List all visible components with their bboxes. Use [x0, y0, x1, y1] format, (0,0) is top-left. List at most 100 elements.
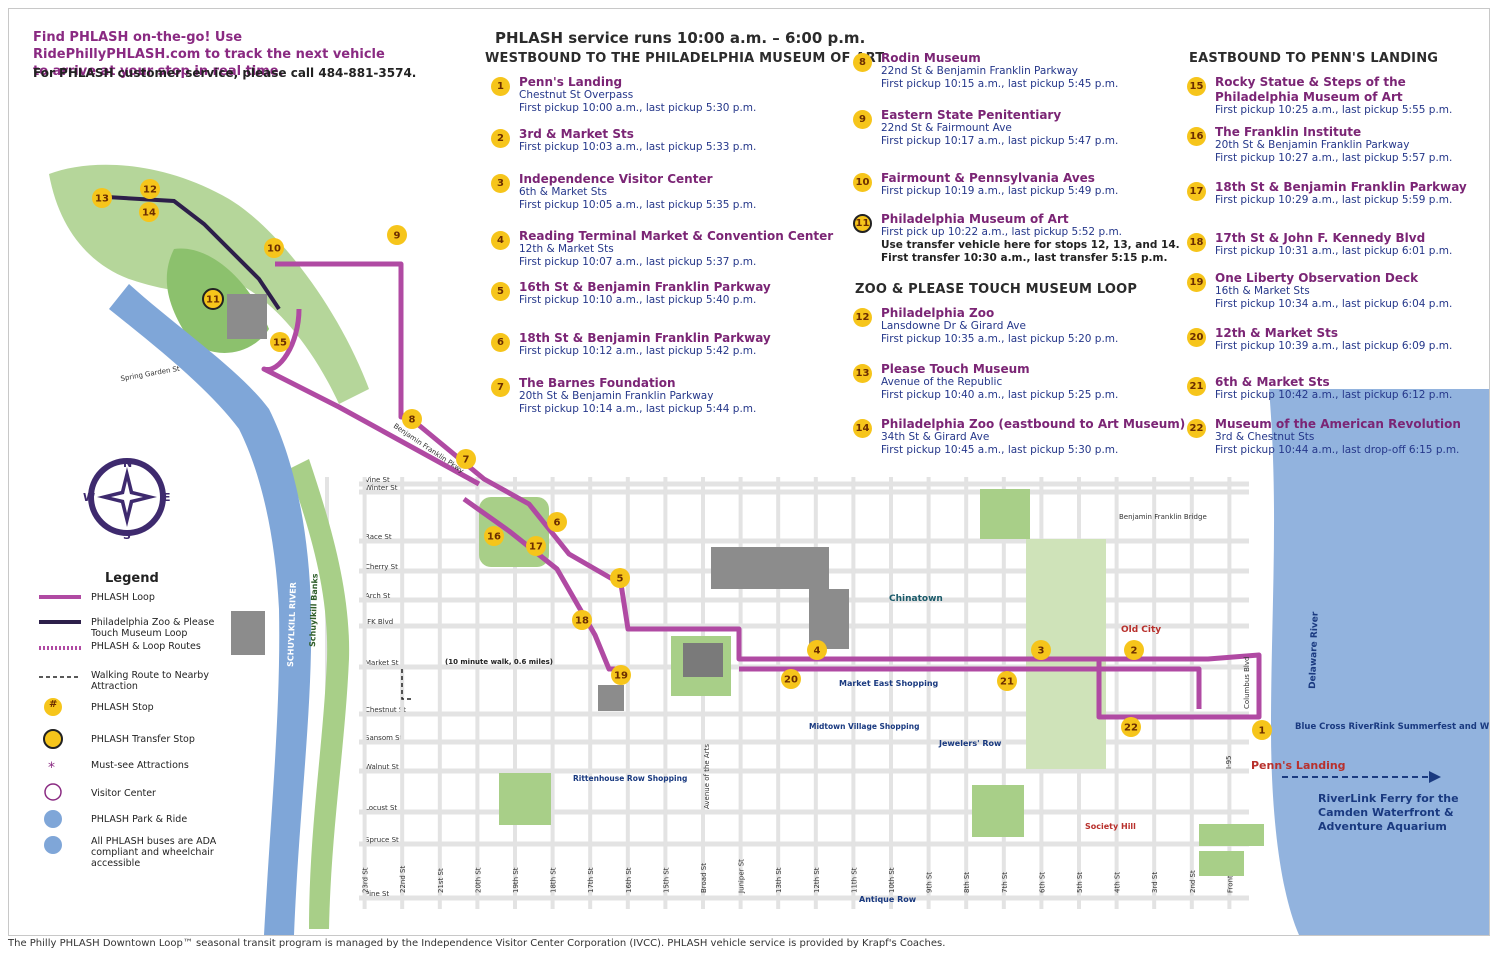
schuylkill-river-label: SCHUYLKILL RIVER	[286, 582, 298, 667]
street-label: 15th St	[662, 867, 670, 893]
ferry-label: RiverLink Ferry for the Camden Waterfron…	[1318, 792, 1459, 833]
svg-text:*: *	[48, 760, 55, 776]
stop-detail: 3rd & Chestnut Sts	[1215, 431, 1315, 443]
stop-name: Rodin Museum	[881, 51, 981, 65]
blue-cross-label: Blue Cross RiverRink Summerfest and Wint…	[1295, 722, 1489, 732]
street-label: 8th St	[963, 872, 971, 893]
stop-detail: First pickup 10:39 a.m., last pickup 6:0…	[1215, 340, 1453, 352]
stop-badge: 5	[491, 282, 510, 301]
zoo-loop-heading: ZOO & PLEASE TOUCH MUSEUM LOOP	[855, 282, 1138, 297]
delaware-river	[1269, 389, 1489, 935]
stop-badge: 20	[1187, 328, 1206, 347]
schuylkill-banks	[289, 459, 350, 929]
washington-square-park	[972, 785, 1024, 837]
street-label: Vine St	[365, 476, 390, 484]
legend-symbols: *	[39, 595, 81, 854]
spring-garden-label: Spring Garden St	[120, 365, 181, 383]
map-stop-marker[interactable]: 7	[456, 449, 476, 469]
stop-detail: First pickup 10:00 a.m., last pickup 5:3…	[519, 102, 757, 114]
stop-badge: 4	[491, 231, 510, 250]
stop-detail: Chestnut St Overpass	[519, 89, 634, 101]
area-label: Rittenhouse Row Shopping	[573, 774, 687, 783]
walk-note: (10 minute walk, 0.6 miles)	[445, 658, 553, 666]
street-label: Arch St	[365, 592, 390, 600]
legend-item: PHLASH Loop	[91, 592, 155, 603]
street-label: 19th St	[512, 867, 520, 893]
street-label: Cherry St	[365, 563, 398, 571]
map-stop-marker[interactable]: 16	[484, 526, 504, 546]
stop-badge: 11	[853, 214, 872, 233]
street-label: 3rd St	[1151, 872, 1159, 893]
rittenhouse-square-park	[499, 773, 551, 825]
map-stop-marker[interactable]: 6	[547, 512, 567, 532]
map-stop-number: 10	[267, 244, 281, 255]
map-stop-marker[interactable]: 22	[1121, 717, 1141, 737]
stop-detail: First pickup 10:19 a.m., last pickup 5:4…	[881, 185, 1119, 197]
map-stop-marker[interactable]: 9	[387, 225, 407, 245]
stop-detail: First pickup 10:17 a.m., last pickup 5:4…	[881, 135, 1119, 147]
map-stop-marker[interactable]: 13	[92, 188, 112, 208]
map-stop-marker[interactable]: 18	[572, 610, 592, 630]
compass-s: S	[123, 529, 131, 542]
stop-name: One Liberty Observation Deck	[1215, 271, 1419, 285]
map-stop-marker[interactable]: 20	[781, 669, 801, 689]
map-stop-marker[interactable]: 3	[1031, 640, 1051, 660]
stop-detail: First pickup 10:34 a.m., last pickup 6:0…	[1215, 298, 1453, 310]
map-stop-marker[interactable]: 10	[264, 238, 284, 258]
westbound-heading: WESTBOUND TO THE PHILADELPHIA MUSEUM OF …	[485, 51, 885, 66]
stop-name: 3rd & Market Sts	[519, 127, 634, 141]
map-stop-marker[interactable]: 12	[140, 179, 160, 199]
stop-detail: First pickup 10:44 a.m., last drop-off 6…	[1215, 444, 1460, 456]
area-label: Midtown Village Shopping	[809, 722, 919, 731]
map-stop-marker[interactable]: 14	[139, 202, 159, 222]
schuylkill-river	[109, 284, 312, 935]
map-stop-number: 6	[554, 518, 561, 529]
columbus-label: Columbus Blvd	[1243, 657, 1251, 709]
map-stop-number: 7	[463, 455, 470, 466]
map-stop-marker[interactable]: 21	[997, 671, 1017, 691]
street-label: 6th St	[1038, 872, 1046, 893]
stop-detail: First pickup 10:15 a.m., last pickup 5:4…	[881, 78, 1119, 90]
legend-item: Must-see Attractions	[91, 760, 189, 771]
stop-detail: First pick up 10:22 a.m., last pickup 5:…	[881, 226, 1123, 238]
map-stop-marker[interactable]: 15	[270, 332, 290, 352]
map-stop-number: 9	[394, 231, 401, 242]
stop-detail: 12th & Market Sts	[519, 243, 614, 255]
stop-badge: 1	[491, 77, 510, 96]
stop-name: Please Touch Museum	[881, 362, 1030, 376]
street-label: 10th St	[888, 867, 896, 893]
map-stop-marker[interactable]: 2	[1124, 640, 1144, 660]
franklin-square-park	[980, 489, 1030, 539]
map-stop-marker[interactable]: 1	[1252, 720, 1272, 740]
stop-name: The Franklin Institute	[1215, 125, 1362, 139]
street-label: Race St	[365, 533, 392, 541]
legend-item: Walking Route to Nearby Attraction	[91, 670, 209, 692]
stop-detail: First pickup 10:40 a.m., last pickup 5:2…	[881, 389, 1119, 401]
stop-badge: 13	[853, 364, 872, 383]
map-stop-number: 4	[814, 646, 821, 657]
legend-item: Philadelphia Zoo & Please Touch Museum L…	[91, 617, 215, 639]
stop-name: Independence Visitor Center	[519, 172, 713, 186]
legend-item: PHLASH Stop	[91, 702, 154, 713]
map-stop-marker[interactable]: 19	[611, 665, 631, 685]
map-stop-marker[interactable]: 11	[202, 288, 224, 310]
stop-badge: 9	[853, 110, 872, 129]
area-label: Society Hill	[1085, 822, 1136, 831]
delaware-river-label: Delaware River	[1308, 611, 1321, 689]
map-stop-number: 17	[529, 542, 543, 553]
map-stop-marker[interactable]: 4	[807, 640, 827, 660]
one-liberty	[598, 685, 624, 711]
stop-badge: 8	[853, 53, 872, 72]
map-stop-number: 20	[784, 675, 798, 686]
stop-badge: 12	[853, 308, 872, 327]
map-stop-marker[interactable]: 5	[610, 568, 630, 588]
map-stop-number: 12	[143, 185, 157, 196]
stop-badge: 7	[491, 378, 510, 397]
map-stop-marker[interactable]: 8	[402, 409, 422, 429]
map-stop-marker[interactable]: 17	[526, 536, 546, 556]
stop-name: 18th St & Benjamin Franklin Parkway	[1215, 180, 1467, 194]
